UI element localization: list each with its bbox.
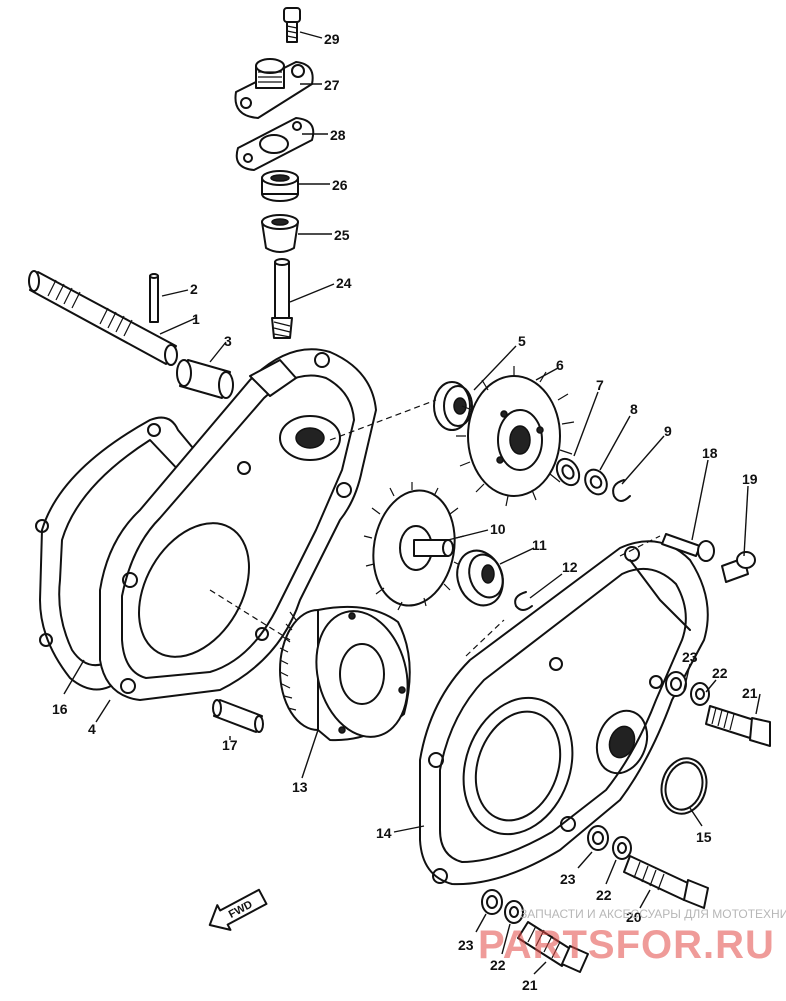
- callout-26: 26: [332, 177, 348, 193]
- part-22-washer-upper: [690, 682, 710, 706]
- callout-2: 2: [190, 281, 198, 297]
- leader-lines: [63, 31, 761, 975]
- part-13-flywheel-gear: [279, 605, 411, 742]
- callout-17: 17: [222, 737, 238, 753]
- callout-28: 28: [330, 127, 346, 143]
- callout-4: 4: [88, 721, 96, 737]
- callout-27: 27: [324, 77, 340, 93]
- callout-10: 10: [490, 521, 506, 537]
- callout-18: 18: [702, 445, 718, 461]
- watermark: ЗАПЧАСТИ И АКСЕССУАРЫ ДЛЯ МОТОТЕХНИКИ PA…: [478, 907, 786, 967]
- part-23-washer-lower: [481, 889, 503, 915]
- callout-20: 20: [626, 909, 642, 925]
- callout-22-upper: 22: [712, 665, 728, 681]
- watermark-tagline: ЗАПЧАСТИ И АКСЕССУАРЫ ДЛЯ МОТОТЕХНИКИ: [520, 907, 786, 921]
- callout-22-mid: 22: [596, 887, 612, 903]
- part-28-gasket: [235, 117, 315, 171]
- part-3-bushing: [176, 359, 234, 399]
- part-21-bolt-upper: [705, 705, 771, 747]
- part-23-washer-mid: [587, 825, 609, 851]
- part-5-bearing: [433, 381, 473, 431]
- part-18-bolt: [661, 533, 715, 562]
- part-4-left-cover: [99, 348, 377, 701]
- part-7-washer: [555, 457, 581, 487]
- part-22-washer-lower: [504, 900, 524, 924]
- part-2-pin: [149, 273, 159, 323]
- part-21-bolt-lower: [517, 921, 589, 973]
- part-29-screw: [283, 7, 301, 43]
- callout-1: 1: [192, 311, 200, 327]
- alignment-lines: [209, 399, 661, 657]
- callout-11: 11: [532, 537, 547, 553]
- callout-5: 5: [518, 333, 526, 349]
- part-22-washer-mid: [612, 836, 632, 860]
- callout-3: 3: [224, 333, 232, 349]
- part-11-bearing: [456, 549, 504, 607]
- callout-19: 19: [742, 471, 758, 487]
- callout-8: 8: [630, 401, 638, 417]
- callout-21-lower: 21: [522, 977, 538, 993]
- part-8-washer: [584, 468, 608, 496]
- part-10-idler-gear: [363, 482, 465, 611]
- callout-6: 6: [556, 357, 564, 373]
- part-14-right-cover: [419, 540, 709, 886]
- callout-21-upper: 21: [742, 685, 758, 701]
- callout-23-upper: 23: [682, 649, 698, 665]
- callout-24: 24: [336, 275, 352, 291]
- callout-13: 13: [292, 779, 308, 795]
- part-19-bolt: [721, 551, 756, 583]
- callout-23-lower: 23: [458, 937, 474, 953]
- callout-12: 12: [562, 559, 578, 575]
- part-6-gear: [456, 366, 575, 507]
- callout-14: 14: [376, 825, 392, 841]
- callout-23-mid: 23: [560, 871, 576, 887]
- part-25-bushing: [261, 214, 299, 253]
- callout-labels: 29 27 28 26 25 24 2 1 3 5 6 7 8 9 10 11 …: [52, 31, 758, 993]
- part-23-washer-upper: [665, 671, 687, 697]
- callout-15: 15: [696, 829, 712, 845]
- callout-16: 16: [52, 701, 68, 717]
- part-27-drive-housing: [234, 58, 314, 119]
- part-9-circlip: [612, 479, 631, 502]
- part-15-circlip: [660, 757, 708, 815]
- part-20-bolt: [623, 855, 709, 909]
- part-1-worm-shaft: [28, 270, 178, 366]
- fwd-arrow: FWD: [208, 888, 268, 931]
- callout-29: 29: [324, 31, 340, 47]
- callout-7: 7: [596, 377, 604, 393]
- callout-22-lower: 22: [490, 957, 506, 973]
- part-17-dowel: [212, 699, 264, 733]
- callout-25: 25: [334, 227, 350, 243]
- watermark-brand: PARTSFOR.RU: [478, 923, 775, 967]
- part-12-circlip: [514, 591, 533, 611]
- part-26-oil-seal: [261, 170, 299, 202]
- part-24-drive-gear: [271, 258, 293, 339]
- callout-9: 9: [664, 423, 672, 439]
